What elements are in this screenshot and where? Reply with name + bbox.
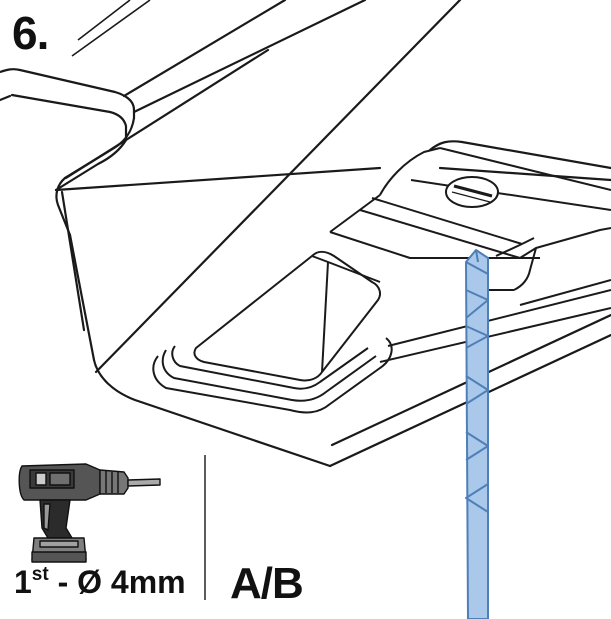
power-drill-icon xyxy=(18,463,161,563)
latch-housing xyxy=(152,147,611,414)
drill-order-number: 1 xyxy=(14,564,32,600)
step-number: 6. xyxy=(12,7,49,59)
drill-size: - Ø 4mm xyxy=(48,564,186,600)
drill-bit-icon xyxy=(465,249,489,619)
drill-spec-label: 1st - Ø 4mm xyxy=(14,564,186,600)
drill-order-suffix: st xyxy=(31,564,49,585)
speed-lines xyxy=(71,0,151,57)
screw-head-icon xyxy=(445,176,499,208)
cabinet-underside xyxy=(0,0,611,468)
variant-label: A/B xyxy=(230,559,304,608)
